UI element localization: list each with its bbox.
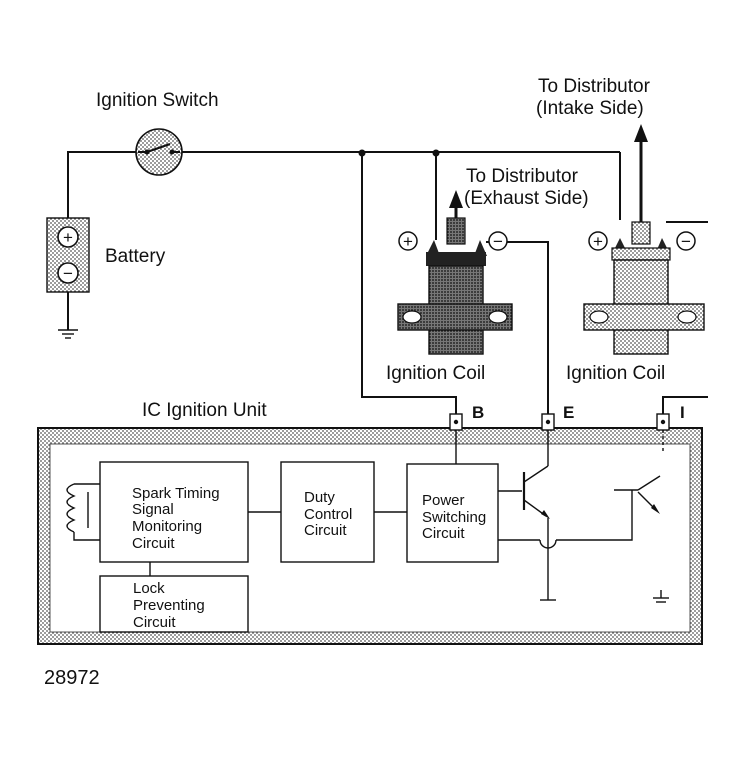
spark-line-2: Signal xyxy=(132,501,174,518)
ignition-coil-1: + − xyxy=(397,217,513,355)
coil1-plus-icon: + xyxy=(403,232,413,251)
svg-text:Duty Control Circu: Duty Control Circuit xyxy=(304,489,357,539)
battery-minus-icon: − xyxy=(63,264,73,283)
spark-timing-block: Spark Timing Signal Monitoring Circuit xyxy=(99,461,249,563)
to-distributor-intake-line1: To Distributor xyxy=(538,76,651,97)
power-line-2: Switching xyxy=(422,509,486,526)
power-switching-block: Power Switching Circuit xyxy=(406,463,499,563)
duty-line-3: Circuit xyxy=(304,522,347,539)
terminal-i-label: I xyxy=(680,403,685,422)
to-distributor-exhaust-line2: (Exhaust Side) xyxy=(464,188,589,209)
spark-line-4: Circuit xyxy=(132,535,175,552)
terminal-e-label: E xyxy=(563,403,574,422)
power-line-1: Power xyxy=(422,492,465,509)
duty-line-2: Control xyxy=(304,506,352,523)
duty-line-1: Duty xyxy=(304,489,335,506)
lock-preventing-block: Lock Preventing Circuit xyxy=(99,575,249,633)
coil2-minus-icon: − xyxy=(681,232,691,251)
terminal-b-label: B xyxy=(472,403,484,422)
svg-text:Lock Preventing Ci: Lock Preventing Circuit xyxy=(133,580,209,631)
lock-line-2: Preventing xyxy=(133,597,205,614)
svg-text:Power Switching Ci: Power Switching Circuit xyxy=(422,492,490,542)
ignition-coil-2-label: Ignition Coil xyxy=(566,363,665,384)
battery: + − xyxy=(46,217,90,293)
power-line-3: Circuit xyxy=(422,525,465,542)
ignition-switch xyxy=(135,128,183,176)
duty-control-block: Duty Control Circuit xyxy=(280,461,375,563)
coil1-minus-icon: − xyxy=(493,232,503,251)
terminal-i xyxy=(656,413,670,431)
battery-label: Battery xyxy=(105,246,166,267)
figure-number: 28972 xyxy=(44,667,100,689)
battery-plus-icon: + xyxy=(63,228,73,247)
spark-line-3: Monitoring xyxy=(132,518,202,535)
ignition-coil-1-label: Ignition Coil xyxy=(386,363,485,384)
terminal-e xyxy=(541,413,555,431)
svg-text:Spark Timing Signal: Spark Timing Signal Monitoring Circuit xyxy=(132,485,224,552)
terminal-b xyxy=(449,413,463,431)
spark-line-1: Spark Timing xyxy=(132,485,220,502)
coil2-plus-icon: + xyxy=(593,232,603,251)
internal-wiring xyxy=(66,430,669,603)
ic-ignition-unit-label: IC Ignition Unit xyxy=(142,400,267,421)
ignition-coil-2: + − xyxy=(583,221,705,355)
ignition-switch-label: Ignition Switch xyxy=(96,90,219,111)
lock-line-1: Lock xyxy=(133,580,165,597)
to-distributor-intake-line2: (Intake Side) xyxy=(536,98,644,119)
to-distributor-exhaust-line1: To Distributor xyxy=(466,166,579,187)
lock-line-3: Circuit xyxy=(133,614,176,631)
